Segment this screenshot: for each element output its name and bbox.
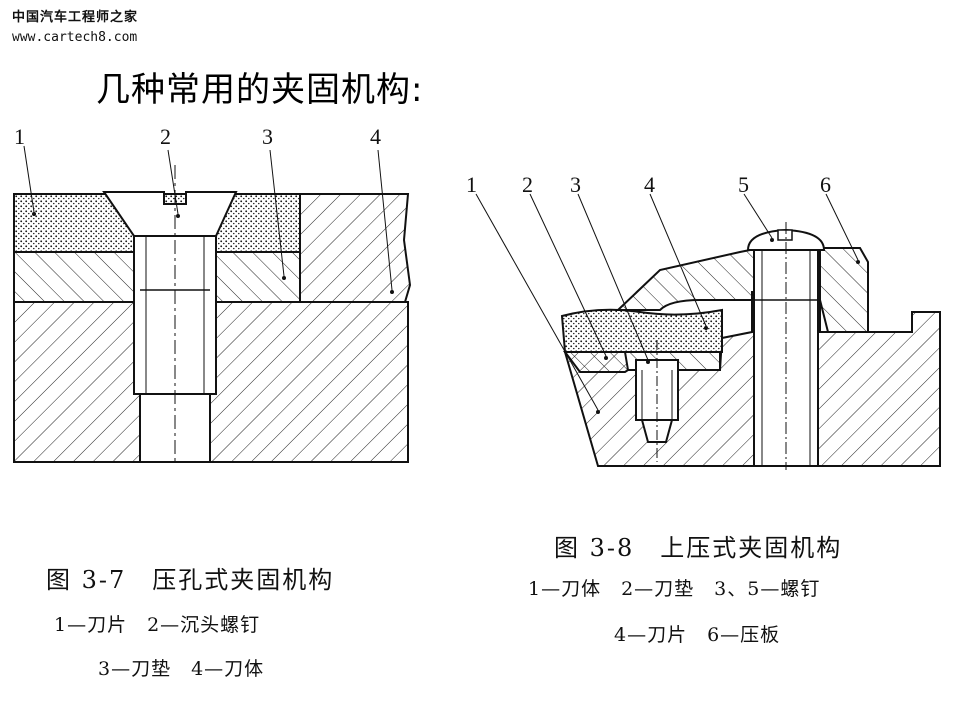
fig38-legend-line-2: 4—刀片 6—压板 [614,624,781,646]
fig38-part-number-3: 3 [570,172,581,197]
fig37-screw-head [102,191,238,237]
fig38-clamp-left [615,246,761,311]
fig38-clamp-right [819,247,869,333]
fig37-part-number-1: 1 [14,124,25,149]
fig37-legend-line-2: 3—刀垫 4—刀体 [98,658,265,680]
fig38-legend-line-1: 1—刀体 2—刀垫 3、5—螺钉 [528,578,821,600]
fig38-insert [560,308,723,353]
fig38-part-number-2: 2 [522,172,533,197]
fig37-part-number-4: 4 [370,124,381,149]
fig38-part-number-4: 4 [644,172,655,197]
watermark-site-name: 中国汽车工程师之家 [12,10,139,25]
fig37-part-number-3: 3 [262,124,273,149]
fig38-part-number-1: 1 [466,172,477,197]
watermark-url: www.cartech8.com [12,30,138,45]
fig37-part-number-2: 2 [160,124,171,149]
page-title: 几种常用的夹固机构: [96,70,424,110]
figure-3-8-drawing [475,193,941,470]
fig37-cutter-body-wall [299,193,412,303]
fig37-caption-title: 图 3-7 压孔式夹固机构 [46,566,335,594]
fig38-caption-title: 图 3-8 上压式夹固机构 [554,534,843,562]
figure-3-7-drawing [13,145,412,463]
fig38-part-number-6: 6 [820,172,831,197]
fig38-part-number-5: 5 [738,172,749,197]
fig37-legend-line-1: 1—刀片 2—沉头螺钉 [54,614,261,636]
